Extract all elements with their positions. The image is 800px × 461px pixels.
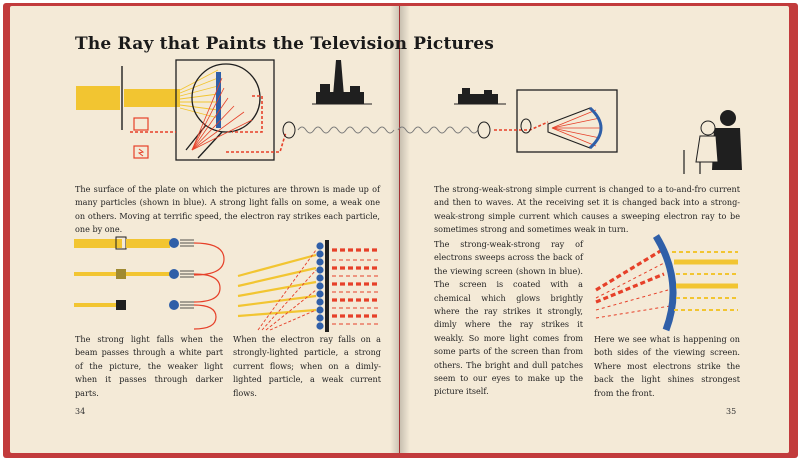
- light-caption: The strong light falls when the beam pas…: [75, 334, 223, 398]
- screen-caption: Here we see what is happening on both si…: [594, 334, 740, 398]
- viewing-screen-illustration: [595, 234, 738, 332]
- camera-tube-illustration: [76, 59, 395, 161]
- receiver-tube-illustration: [397, 88, 742, 174]
- right-body-paragraph: The strong-weak-strong ray of electrons …: [434, 239, 583, 397]
- left-intro-paragraph: The surface of the plate on which the pi…: [75, 184, 380, 235]
- book-spine: [390, 6, 410, 453]
- ray-caption: When the electron ray falls on a strongl…: [233, 334, 381, 398]
- page-number-right: 35: [726, 407, 737, 416]
- light-strength-illustration: [74, 236, 225, 330]
- plate-current-illustration: [237, 240, 378, 332]
- right-page: [400, 6, 789, 453]
- left-page: [10, 6, 399, 453]
- right-intro-paragraph: The strong-weak-strong simple current is…: [434, 184, 740, 235]
- page-number-left: 34: [75, 407, 86, 416]
- page-title: The Ray that Paints the Television Pictu…: [75, 34, 495, 54]
